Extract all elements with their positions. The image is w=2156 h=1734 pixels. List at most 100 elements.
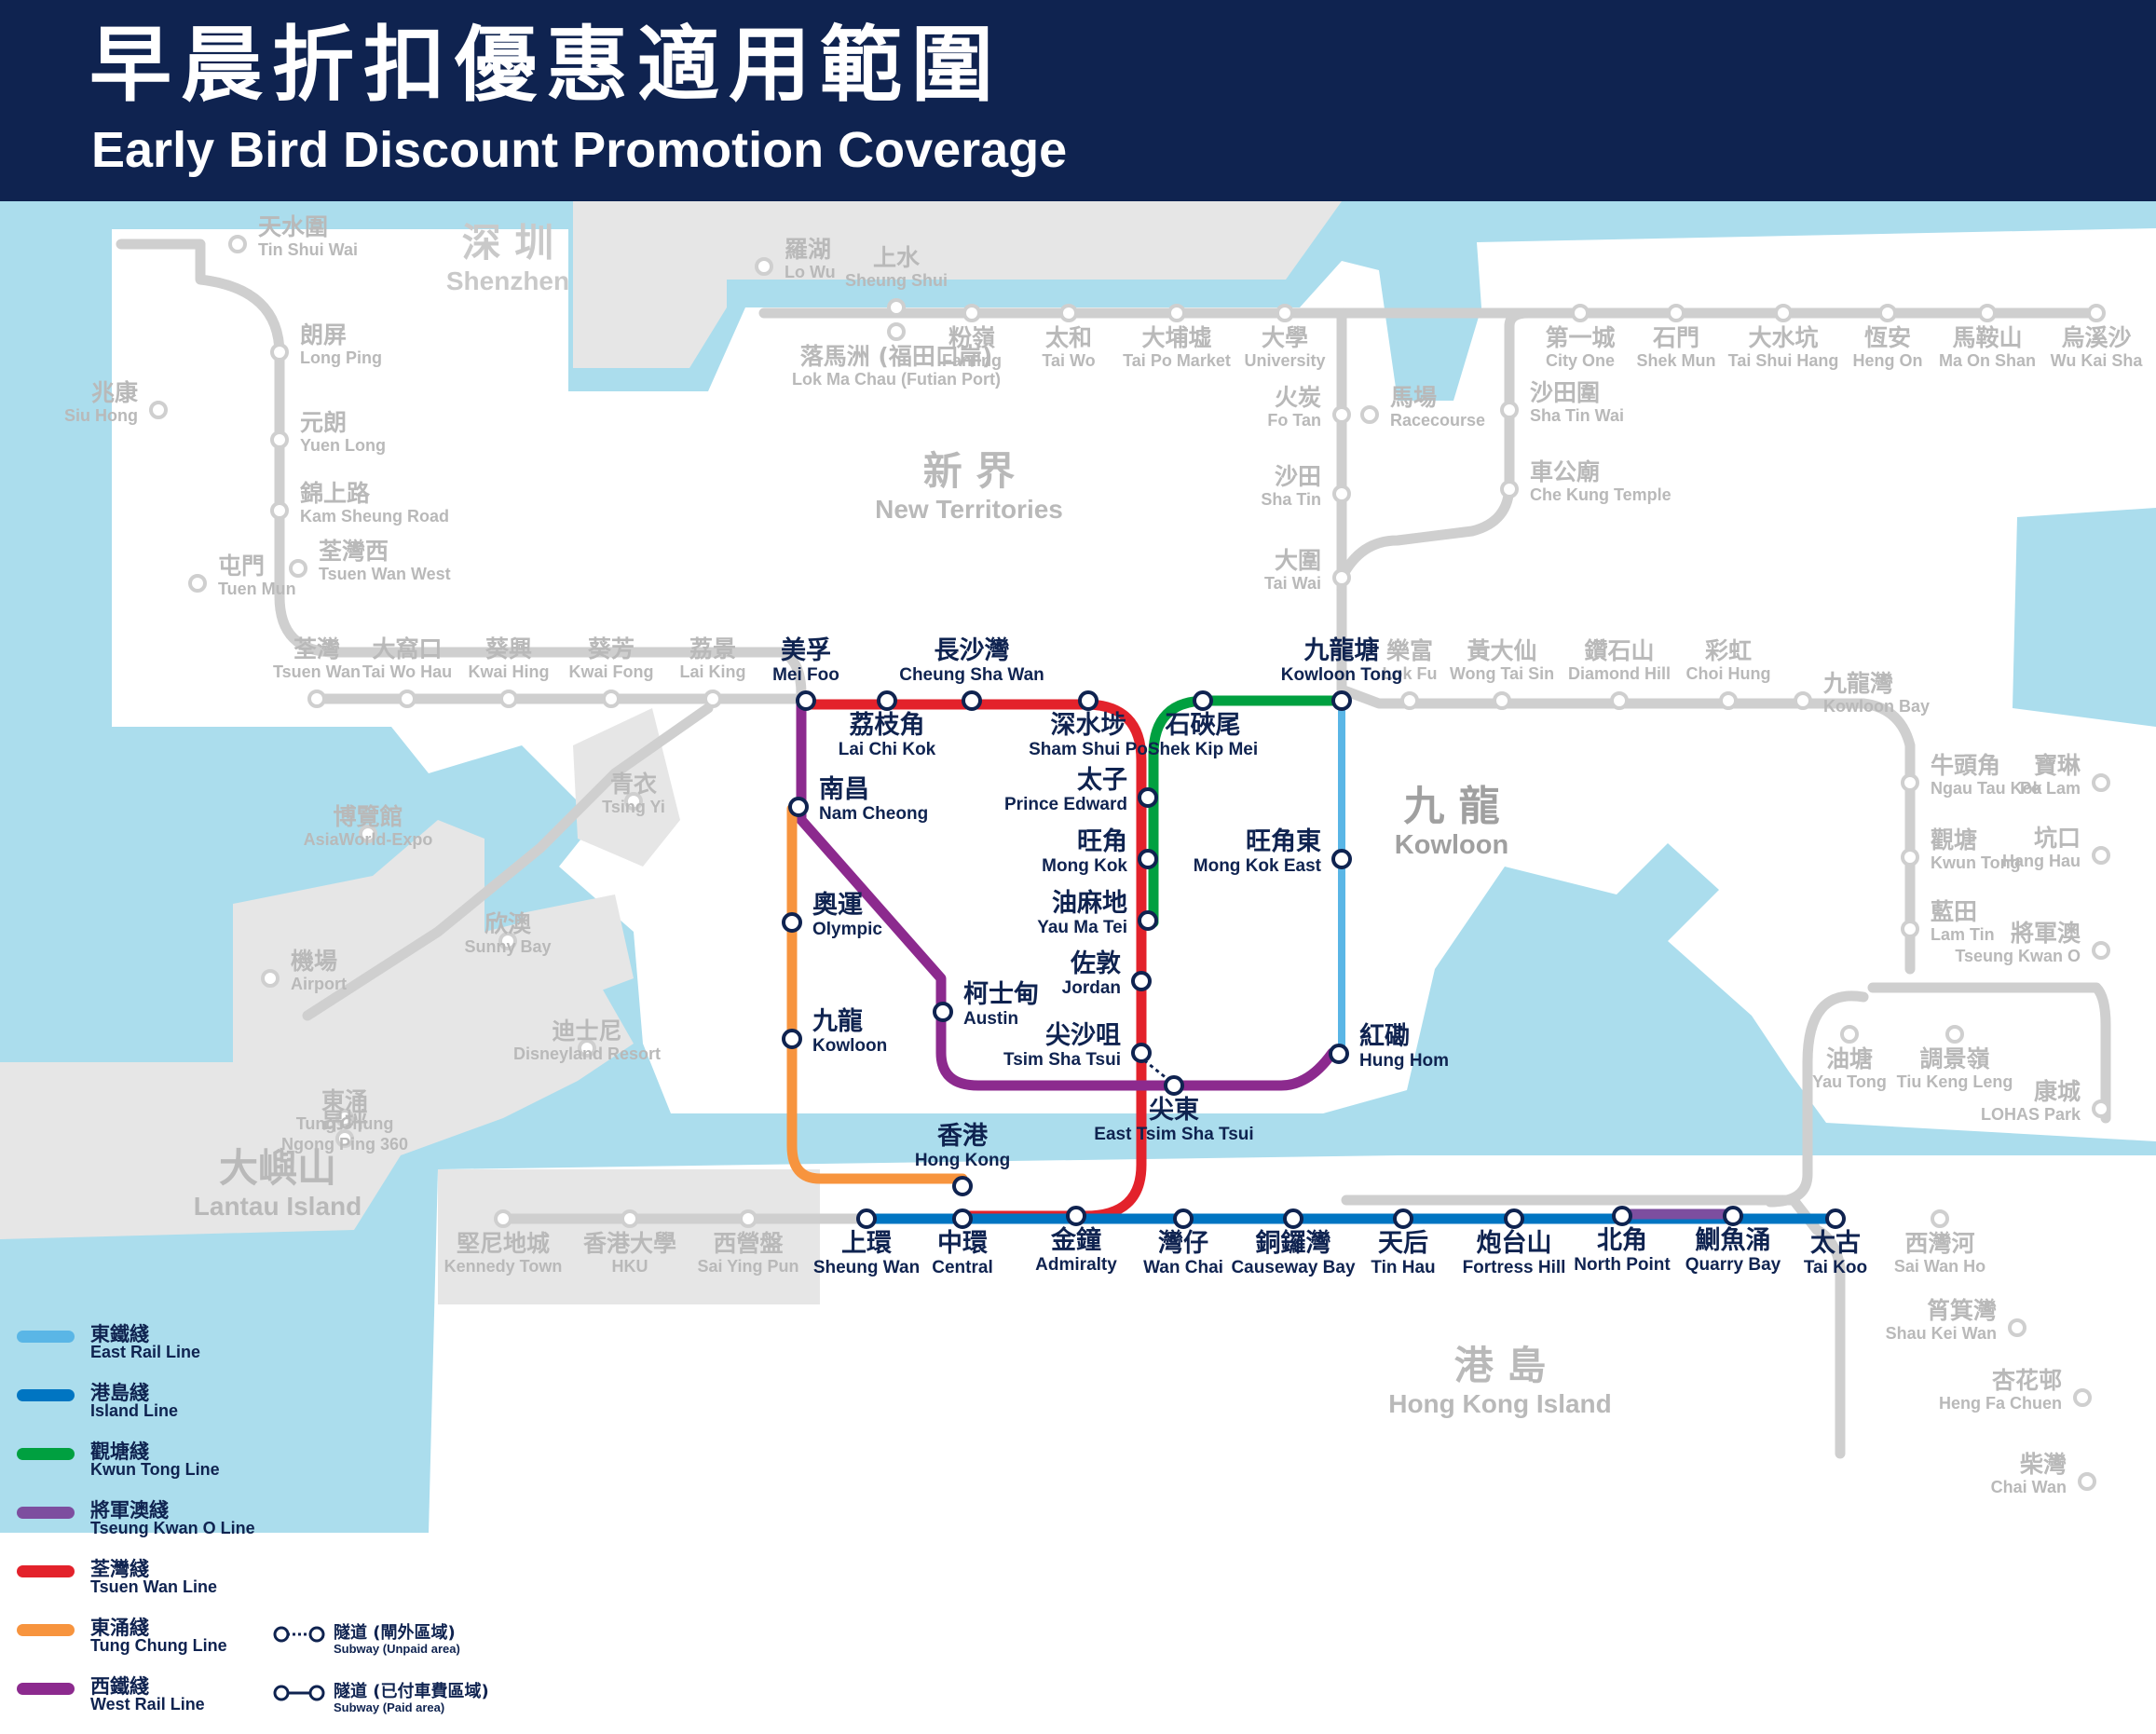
station-marker: [887, 322, 906, 341]
header-banner: 早晨折扣優惠適用範圍 Early Bird Discount Promotion…: [0, 0, 2156, 201]
station-kwai-hing-label-zh: 葵興: [484, 635, 532, 662]
station-tin-shui-wai-label-en: Tin Shui Wai: [258, 240, 358, 259]
station-sha-tin-label-en: Sha Tin: [1261, 490, 1321, 509]
legend: 東鐵綫 East Rail Line 港島綫 Island Line 觀塘綫 K…: [0, 1319, 522, 1734]
station-hong-kong-label-en: Hong Kong: [915, 1151, 1010, 1170]
station-lohas-park-label-zh: 康城: [2034, 1078, 2081, 1105]
station-marker: [2092, 941, 2110, 960]
station-marker: [1332, 568, 1351, 587]
station-tseung-kwan-o-label-zh: 將軍澳: [2011, 920, 2081, 947]
line-tsuen-wan: [796, 699, 1147, 1222]
station-mei-foo-label-zh: 美孚: [781, 635, 831, 665]
station-tsuen-wan-label-zh: 荃灣: [293, 635, 340, 662]
station-olympic-label-zh: 奧運: [812, 891, 863, 920]
station-marker: [499, 690, 518, 708]
station-marker: [1138, 910, 1158, 931]
station-marker: [755, 257, 773, 276]
station-asiaworld-expo-label-en: AsiaWorld-Expo: [304, 830, 433, 849]
station-lam-tin-label-en: Lam Tin: [1931, 925, 1995, 944]
station-tai-wo-label-en: Tai Wo: [1042, 351, 1095, 370]
station-marker: [1901, 920, 1919, 938]
station-fortress-hill-label-en: Fortress Hill: [1463, 1258, 1566, 1277]
station-lok-ma-chau-label-zh: 落馬洲 (福田口岸): [800, 343, 993, 370]
station-marker: [1878, 304, 1897, 322]
subway-icon: [273, 1685, 325, 1701]
station-marker: [703, 690, 722, 708]
station-sunny-bay-label-en: Sunny Bay: [464, 937, 551, 956]
area-kowloon-zh: 九 龍: [1403, 783, 1499, 830]
station-marker: [796, 690, 816, 711]
station-university-label-en: University: [1244, 351, 1325, 370]
station-hung-hom-label-zh: 紅磡: [1359, 1022, 1410, 1051]
station-marker: [359, 825, 377, 843]
station-tiu-keng-leng-label-zh: 調景嶺: [1919, 1045, 1989, 1072]
station-fanling-label-en: Fanling: [942, 351, 1002, 370]
station-lohas-park-label-en: LOHAS Park: [1981, 1105, 2081, 1124]
station-city-one-label-en: City One: [1546, 351, 1615, 370]
station-kowloon-bay-label-en: Kowloon Bay: [1823, 697, 1930, 716]
legend-swatch: [17, 1331, 75, 1343]
station-shek-kip-mei-label-en: Shek Kip Mei: [1148, 740, 1258, 759]
station-central-label-en: Central: [932, 1258, 992, 1277]
station-marker: [2092, 773, 2110, 792]
station-marker: [952, 1208, 973, 1229]
station-kwai-hing-label-en: Kwai Hing: [468, 662, 549, 681]
station-diamond-hill-label-en: Diamond Hill: [1568, 664, 1671, 683]
station-fortress-hill-label-zh: 炮台山: [1477, 1228, 1552, 1258]
station-ngong-ping-label-zh: 昂坪: [321, 1108, 368, 1135]
station-central-label-zh: 中環: [937, 1229, 989, 1258]
subway-label-en: Subway (Paid area): [334, 1700, 445, 1714]
station-asiaworld-expo-label-zh: 博覽館: [333, 803, 403, 830]
station-wan-chai-label-zh: 灣仔: [1158, 1229, 1208, 1258]
station-shek-mun-label-zh: 石門: [1652, 324, 1699, 351]
station-kwun-tong-label-en: Kwun Tong: [1931, 853, 2021, 872]
legend-label-en: Kwun Tong Line: [90, 1460, 220, 1479]
station-hung-hom-label-en: Hung Hom: [1359, 1051, 1449, 1071]
station-tsuen-wan-label-en: Tsuen Wan: [273, 662, 361, 681]
station-marker: [1131, 1043, 1152, 1063]
station-airport-label-zh: 機場: [291, 948, 337, 975]
station-marker: [1393, 1208, 1413, 1229]
mainland: [112, 228, 2156, 1141]
station-east-tsim-sha-tsui-label-zh: 尖東: [1149, 1096, 1199, 1125]
legend-swatch: [17, 1389, 75, 1401]
station-airport-label-en: Airport: [291, 975, 347, 993]
station-ngau-tau-kok-label-en: Ngau Tau Kok: [1931, 779, 2043, 798]
station-kowloon-tong-label-en: Kowloon Tong: [1281, 665, 1403, 685]
station-kennedy-town-label-en: Kennedy Town: [444, 1257, 563, 1276]
station-heng-fa-chuen-label-en: Heng Fa Chuen: [1939, 1394, 2062, 1413]
station-east-tsim-sha-tsui-label-en: East Tsim Sha Tsui: [1094, 1125, 1253, 1144]
station-marker: [621, 1209, 639, 1228]
station-cheung-sha-wan-label-en: Cheung Sha Wan: [899, 665, 1044, 685]
area-kowloon-en: Kowloon: [1395, 830, 1508, 860]
station-tai-shui-hang-label-zh: 大水坑: [1748, 324, 1818, 351]
station-marker: [498, 932, 517, 950]
station-tai-po-market-label-en: Tai Po Market: [1123, 351, 1231, 370]
station-prince-edward-label-zh: 太子: [1077, 766, 1127, 795]
station-marker: [1173, 1208, 1194, 1229]
station-sha-tin-label-zh: 沙田: [1275, 463, 1321, 490]
station-kwai-fong-label-en: Kwai Fong: [569, 662, 654, 681]
station-lai-king-label-en: Lai King: [680, 662, 746, 681]
station-tai-wo-hau-label-en: Tai Wo Hau: [362, 662, 452, 681]
station-marker: [602, 690, 621, 708]
station-marker: [887, 298, 906, 317]
station-marker: [228, 235, 247, 253]
station-marker: [952, 1176, 973, 1196]
station-lam-tin-label-zh: 藍田: [1931, 898, 1977, 925]
hk-island-west: [438, 1169, 820, 1304]
station-north-point-label-zh: 北角: [1597, 1225, 1647, 1255]
station-kowloon-label-en: Kowloon: [812, 1036, 887, 1056]
station-wu-kai-sha-label-en: Wu Kai Sha: [2051, 351, 2144, 370]
station-marker: [1719, 691, 1738, 710]
station-sheung-wan-label-zh: 上環: [841, 1229, 893, 1258]
legend-swatch: [17, 1507, 75, 1519]
area-shenzhen-en: Shenzhen: [446, 266, 569, 295]
station-chai-wan-label-zh: 柴灣: [2020, 1451, 2067, 1478]
station-marker: [1901, 773, 1919, 792]
station-disneyland-label-en: Disneyland Resort: [513, 1044, 661, 1063]
station-marker: [270, 343, 289, 362]
station-marker: [1978, 304, 1997, 322]
station-marker: [270, 430, 289, 449]
